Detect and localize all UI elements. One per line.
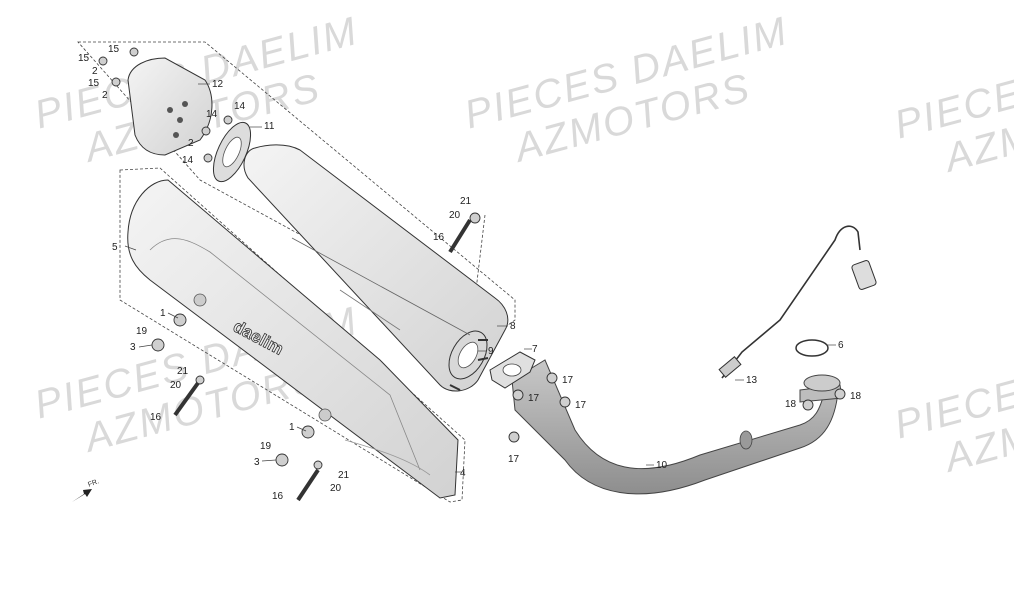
callout-label: 7 [532,344,538,355]
callout-label: 18 [785,399,797,410]
callout-label: 18 [850,391,862,402]
callout-label: 5 [112,242,118,253]
callout-label: 17 [508,454,520,465]
muffler-body [243,144,509,392]
fasteners [98,47,846,502]
callout-label: 21 [177,366,189,377]
callout-label: 3 [254,457,260,468]
callout-label: 16 [433,232,445,243]
pipe-flange-gasket [489,351,536,389]
callout-label: 19 [260,441,272,452]
callout-label: 14 [234,101,246,112]
callout-label: 20 [170,380,182,391]
exhaust-pipe [511,359,843,495]
callout-label: 2 [102,90,108,101]
callout-label: 2 [92,66,98,77]
callout-label: 15 [78,53,90,64]
callout-label: 2 [188,138,194,149]
leader-lines [124,83,836,473]
callout-label: 17 [562,375,574,386]
oxygen-sensor [718,225,877,379]
callout-label: 3 [130,342,136,353]
callout-label: 6 [838,340,844,351]
callout-label: 10 [656,460,668,471]
callout-label: 8 [510,321,516,332]
callout-label: 16 [272,491,284,502]
callout-label: 16 [150,412,162,423]
callout-label: 17 [575,400,587,411]
callout-label: 21 [460,196,472,207]
front-direction-arrow [72,489,92,502]
callout-label: 19 [136,326,148,337]
callout-label: 1 [289,422,295,433]
callout-label: 20 [449,210,461,221]
callouts: 1 1 2 2 2 3 3 4 5 6 7 8 9 10 11 12 13 14… [78,44,862,502]
callout-label: 11 [264,121,275,132]
callout-label: 21 [338,470,350,481]
muffler-end-cap [127,57,213,156]
callout-label: 14 [182,155,194,166]
callout-label: 12 [212,79,224,90]
callout-label: 15 [108,44,120,55]
callout-label: 17 [528,393,540,404]
callout-label: 20 [330,483,342,494]
callout-label: 1 [160,308,166,319]
callout-label: 9 [488,346,494,357]
callout-label: 13 [746,375,758,386]
end-cap-gasket [212,121,252,183]
callout-label: 14 [206,109,218,120]
exhaust-gasket-ring [795,339,829,357]
callout-label: 4 [460,468,466,479]
callout-label: 15 [88,78,100,89]
